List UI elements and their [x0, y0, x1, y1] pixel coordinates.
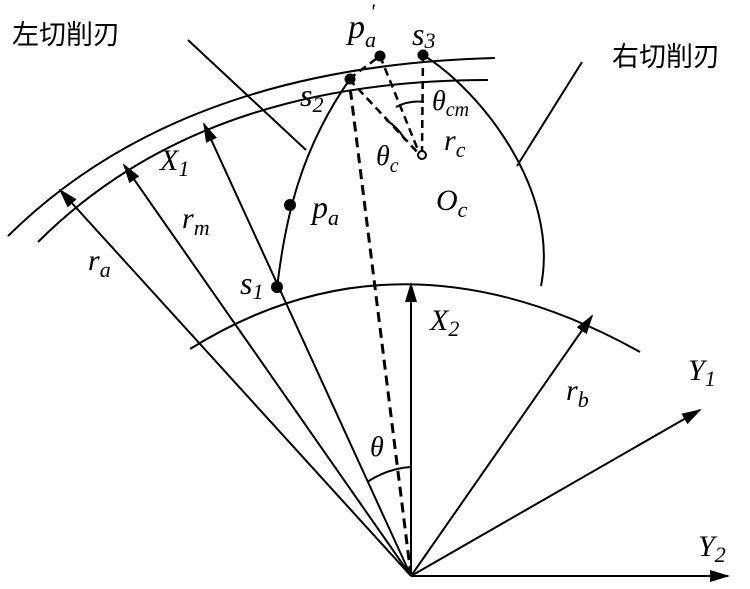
label-left-cutting-edge: 左切削刃: [12, 20, 120, 51]
left-tooth-profile: [276, 78, 351, 289]
label-right-cutting-edge: 右切削刃: [612, 42, 720, 73]
point-s3: [417, 49, 429, 61]
label-ra: ra: [88, 244, 111, 282]
point-s2: [344, 73, 356, 85]
outer-arc-ra: [7, 57, 496, 237]
ray-ra: [58, 188, 412, 577]
angle-arc-theta: [366, 466, 412, 483]
angle-arc-theta-c: [385, 119, 406, 141]
label-s3: s3: [412, 16, 435, 53]
left-edge-leader: [187, 39, 307, 151]
point-s1: [271, 281, 283, 293]
ray-rb: [410, 314, 594, 577]
label-oc: Oc: [436, 184, 468, 222]
label-pa: pa: [310, 189, 339, 230]
label-rc: rc: [444, 124, 466, 162]
label-y1: Y1: [688, 354, 716, 391]
ray-x1: [203, 122, 412, 577]
dashed-s2-to-oc: [348, 78, 421, 156]
ray-rm: [122, 163, 412, 577]
label-s1: s1: [240, 265, 263, 304]
label-theta: θ: [370, 432, 384, 463]
label-theta-c: θc: [376, 141, 399, 177]
dashed-s2-to-pa-prime: [348, 54, 381, 81]
right-edge-leader: [516, 61, 583, 167]
right-tooth-profile: [422, 54, 545, 287]
ray-y1: [410, 409, 702, 577]
label-s2: s2: [300, 77, 323, 117]
label-x2: X2: [429, 304, 459, 341]
point-pa: [284, 199, 296, 211]
label-y2: Y2: [698, 530, 726, 567]
label-pa-prime: pa': [346, 0, 376, 52]
label-rm: rm: [182, 202, 210, 240]
angle-arc-theta-cm: [395, 100, 425, 108]
outer-arc-rm: [37, 79, 489, 243]
dashed-origin-to-s2: [347, 78, 413, 577]
label-rb: rb: [566, 374, 589, 412]
center-oc: [417, 150, 427, 160]
point-pa-prime: [374, 50, 386, 62]
dashed-s3-to-oc: [420, 54, 425, 153]
label-theta-cm: θcm: [432, 86, 469, 121]
label-x1: X1: [159, 144, 189, 181]
